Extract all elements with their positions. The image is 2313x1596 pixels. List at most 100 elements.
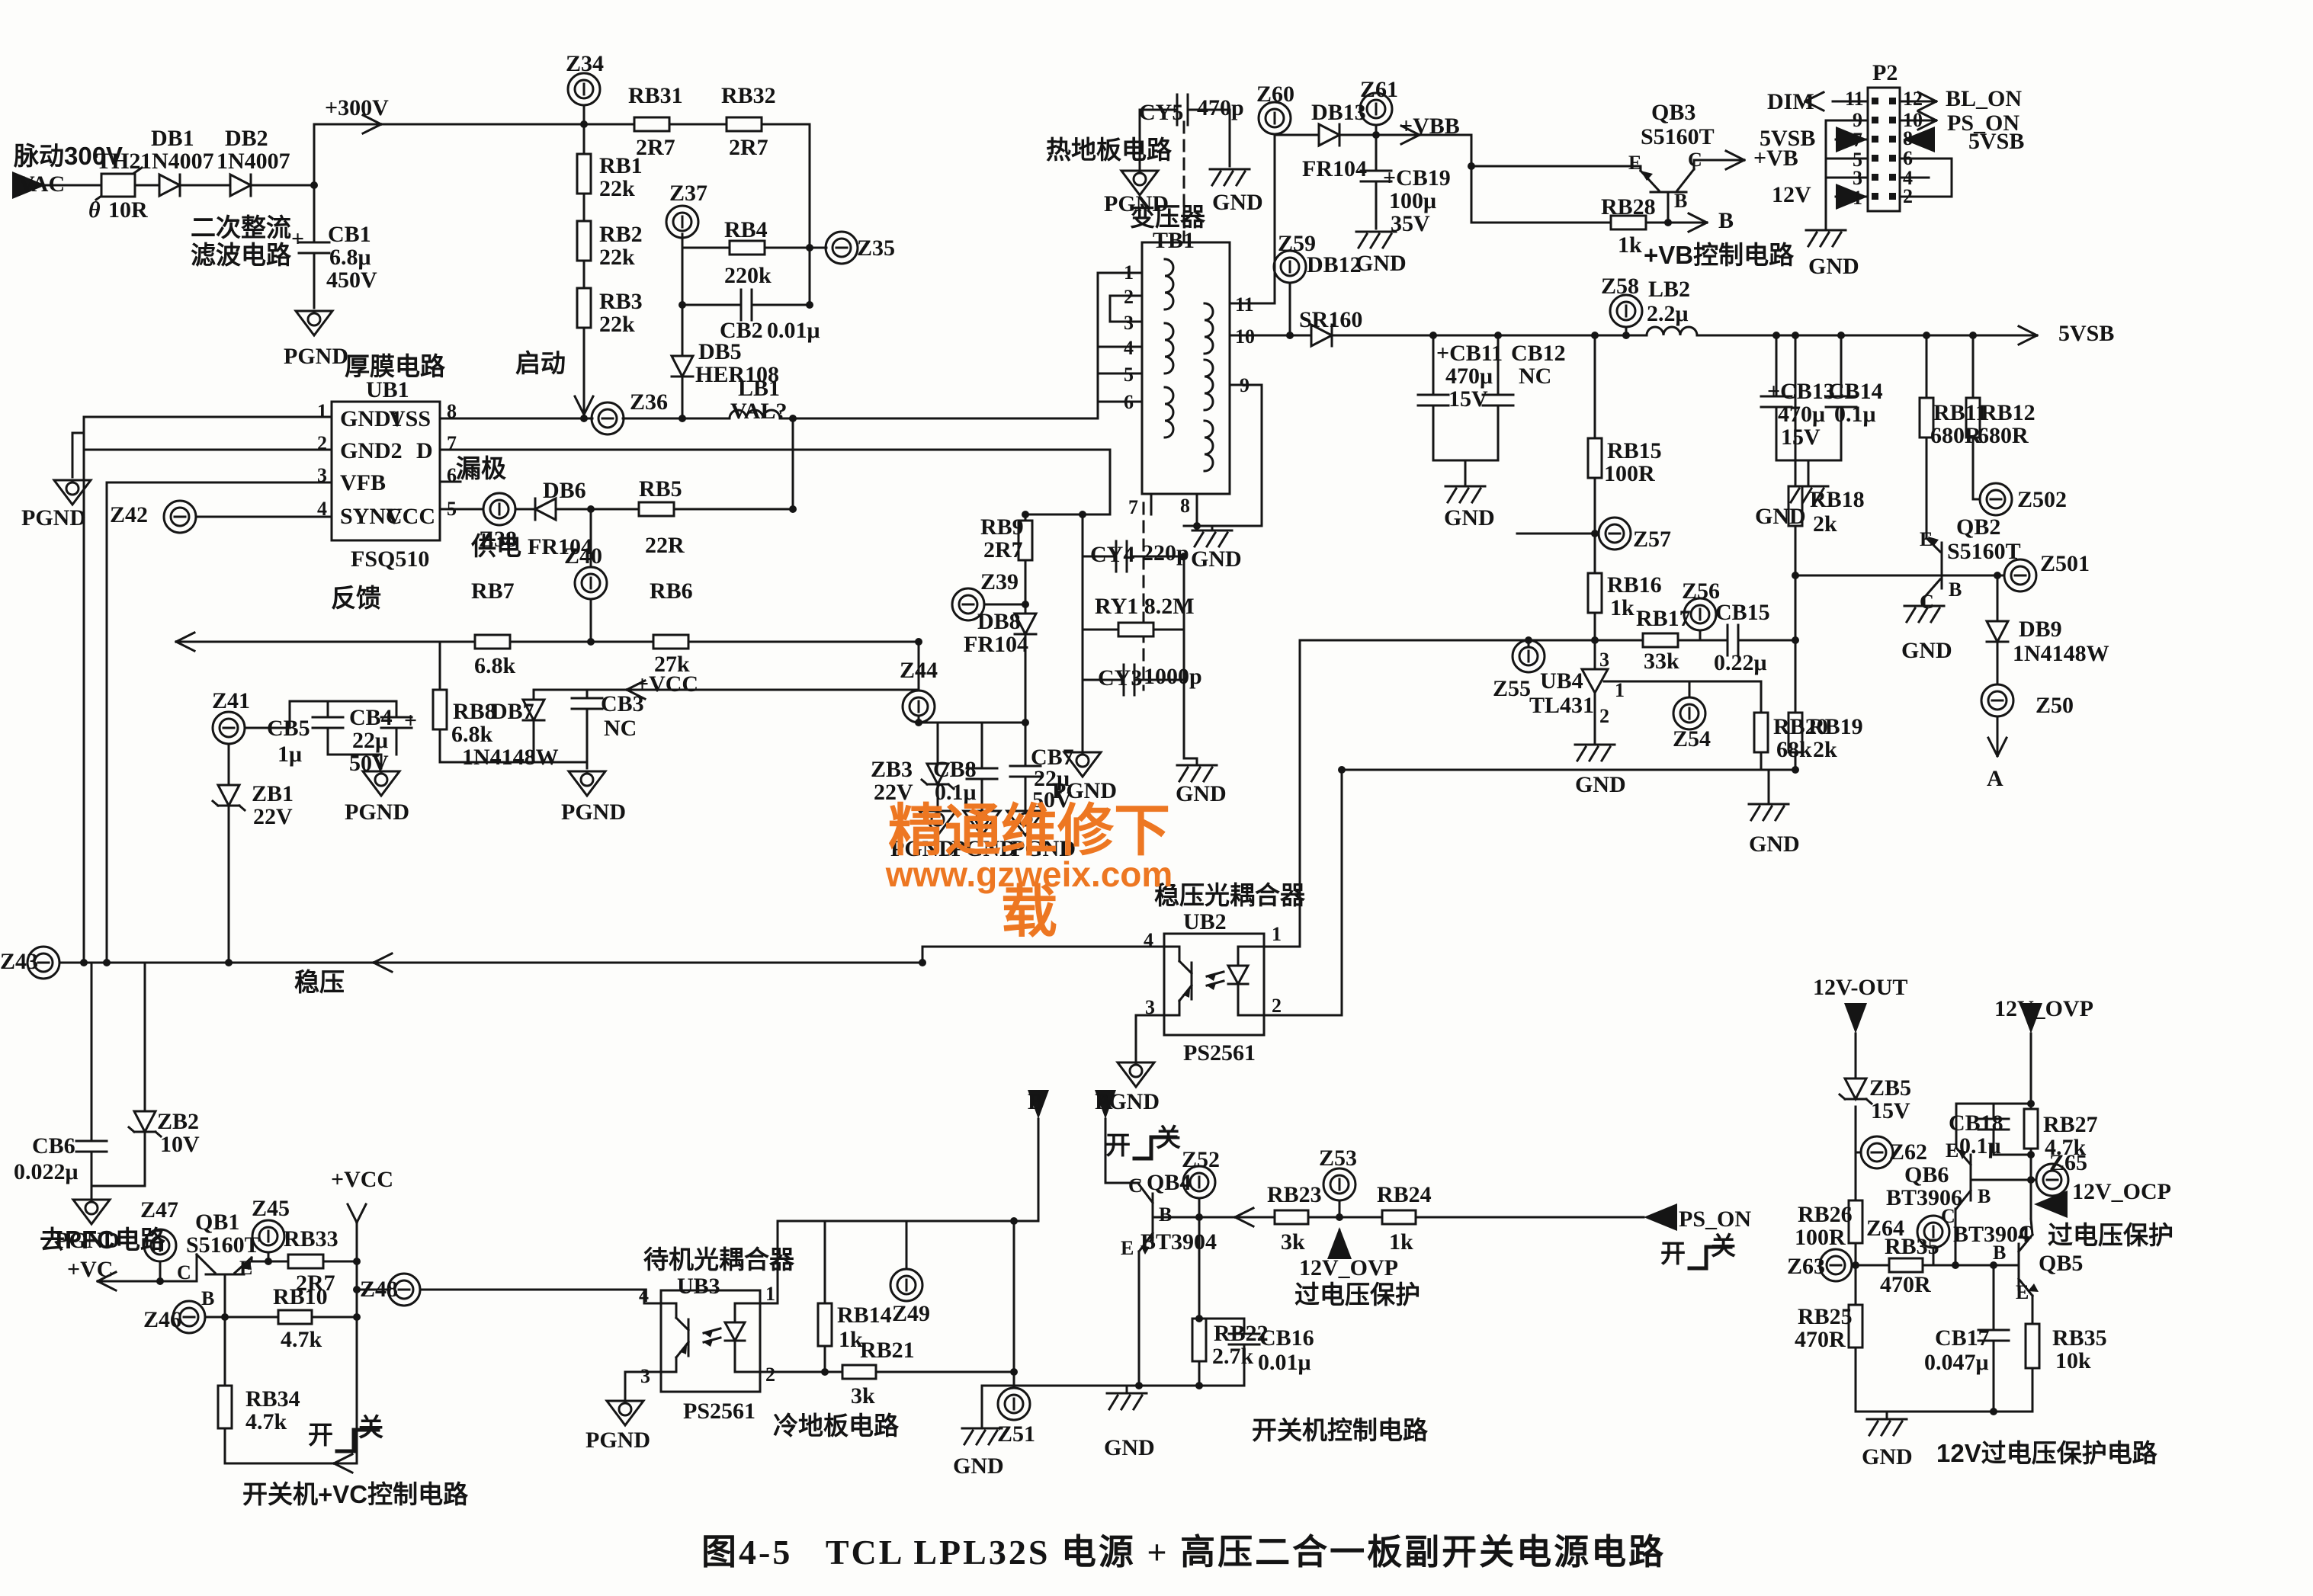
label-VAL-39: VAL? (730, 399, 788, 424)
resistor-rb19 (1787, 711, 1804, 754)
label-FR104-135: FR104 (1302, 156, 1367, 181)
label-470R-311: 470R (1880, 1272, 1931, 1297)
label-2-199: 2 (1599, 705, 1609, 727)
label-C-236: C (177, 1261, 191, 1284)
terminal-z40 (573, 566, 608, 601)
resistor-rb5 (637, 501, 675, 518)
label-68k-67: 6.8k (474, 653, 516, 678)
label-PGND-16: PGND (284, 344, 348, 369)
label-0022-223: 0.022μ (14, 1159, 79, 1184)
resistor-rb24 (1381, 1209, 1417, 1226)
label-+VCC-235: +VCC (331, 1167, 394, 1192)
label-ZB2-224: ZB2 (157, 1109, 200, 1134)
label-470-156: 470μ (1445, 364, 1493, 389)
label-GND-160: GND (1444, 505, 1495, 530)
label-+-12: + (291, 226, 305, 252)
transformer-tb1 (1140, 241, 1231, 495)
label-Z49-261: Z49 (892, 1301, 931, 1326)
cap-cb3 (570, 697, 604, 710)
diode-db5 (670, 354, 695, 378)
label-RB14-257: RB14 (837, 1303, 892, 1328)
resistor-rb17 (1641, 632, 1679, 649)
ps-on-arrow (1644, 1203, 1677, 1231)
label-关-246: 关 (358, 1413, 383, 1441)
label-+300V-11: +300V (325, 95, 389, 120)
label-2k-177: 2k (1813, 511, 1837, 537)
label-GND-132: GND (1191, 546, 1242, 572)
label-22-97: 22μ (1034, 766, 1070, 791)
label-B-150: B (1718, 208, 1734, 233)
label-22k-27: 22k (599, 312, 635, 337)
terminal-z58 (1609, 293, 1644, 328)
resistor-rb2 (576, 220, 592, 262)
label-RB8-83: RB8 (453, 699, 496, 724)
label-Z41-73: Z41 (212, 688, 251, 713)
label-BL_ON-328: BL_ON (1946, 86, 2023, 111)
label-C-187: C (1920, 591, 1934, 613)
label-50V-98: 50V (1032, 787, 1072, 812)
thermistor-th2 (100, 172, 136, 198)
label-22R-64: 22R (645, 533, 685, 558)
terminal-z49 (889, 1268, 924, 1303)
switch-glyph-1 (335, 1428, 380, 1453)
label-1k-165: 1k (1610, 595, 1634, 620)
zener-zb5 (1838, 1077, 1873, 1105)
label-1-75: 1μ (277, 742, 303, 767)
label-7-55: 7 (447, 432, 457, 454)
label-12V-OUT-290: 12V-OUT (1813, 975, 1908, 1000)
label-12V过电压保护电路-325: 12V过电压保护电路 (1936, 1439, 2157, 1467)
label-GND-289: GND (1104, 1435, 1155, 1460)
label-33k-202: 33k (1644, 649, 1679, 674)
label-GND-175: GND (1755, 504, 1806, 529)
label-稳压光耦合器-212: 稳压光耦合器 (1154, 881, 1305, 909)
label-TL431-196: TL431 (1529, 693, 1595, 718)
label-B-146: B (1674, 190, 1688, 212)
label-FR104-61: FR104 (528, 534, 592, 559)
label-Z51-262: Z51 (997, 1421, 1036, 1447)
label-VCC-48: VCC (386, 504, 435, 529)
label-PS_ON-279: PS_ON (1679, 1207, 1752, 1232)
resistor-rb8 (431, 688, 448, 731)
label-DB8-105: DB8 (977, 609, 1021, 634)
ovp-up-arrow (1327, 1227, 1352, 1259)
label-15V-172: 15V (1781, 425, 1821, 450)
label-RB35-310: RB35 (1885, 1234, 1939, 1259)
label-GND-118: GND (1212, 190, 1263, 215)
label-3-217: 3 (1145, 996, 1155, 1018)
label-CB8-94: CB8 (933, 757, 977, 782)
label-022-205: 0.22μ (1714, 650, 1767, 675)
resistor-rb10 (277, 1309, 313, 1325)
label-2-254: 2 (765, 1364, 775, 1386)
b-entry-arrow (1028, 1090, 1049, 1119)
label-DB7-85: DB7 (491, 699, 534, 724)
label-RB16-164: RB16 (1607, 572, 1662, 598)
cap-cb2 (739, 288, 753, 322)
label-开-266: 开 (1105, 1131, 1131, 1159)
cap-cb11 (1416, 393, 1450, 407)
label-RB26-307: RB26 (1798, 1202, 1853, 1227)
label-1-198: 1 (1615, 679, 1625, 701)
label-PGND-255: PGND (585, 1428, 650, 1453)
resistor-rb14 (816, 1302, 833, 1348)
label-PS2561-214: PS2561 (1183, 1040, 1256, 1066)
label-S5160T-184: S5160T (1947, 539, 2021, 564)
label-FR104-106: FR104 (964, 632, 1028, 657)
label-CB1-13: CB1 (328, 222, 371, 247)
label-2-51: 2 (317, 432, 327, 454)
label-12-335: 12 (1903, 88, 1923, 110)
cap-cb5 (311, 716, 345, 729)
label-12V_OVP-282: 12V_OVP (1299, 1255, 1398, 1280)
label-50V-78: 50V (349, 751, 389, 776)
label-B-315: B (1993, 1242, 2007, 1264)
label-E-302: E (1946, 1139, 1959, 1162)
label-1N4148W-191: 1N4148W (2013, 641, 2109, 666)
resistor-rb26 (1847, 1199, 1864, 1245)
label-ZB5-292: ZB5 (1869, 1075, 1912, 1101)
label-RB15-161: RB15 (1607, 438, 1662, 463)
label-Z63-312: Z63 (1787, 1254, 1826, 1279)
label-ZB3-92: ZB3 (871, 757, 913, 782)
label-RB21-259: RB21 (860, 1338, 915, 1363)
resistor-rb20 (1753, 711, 1769, 754)
